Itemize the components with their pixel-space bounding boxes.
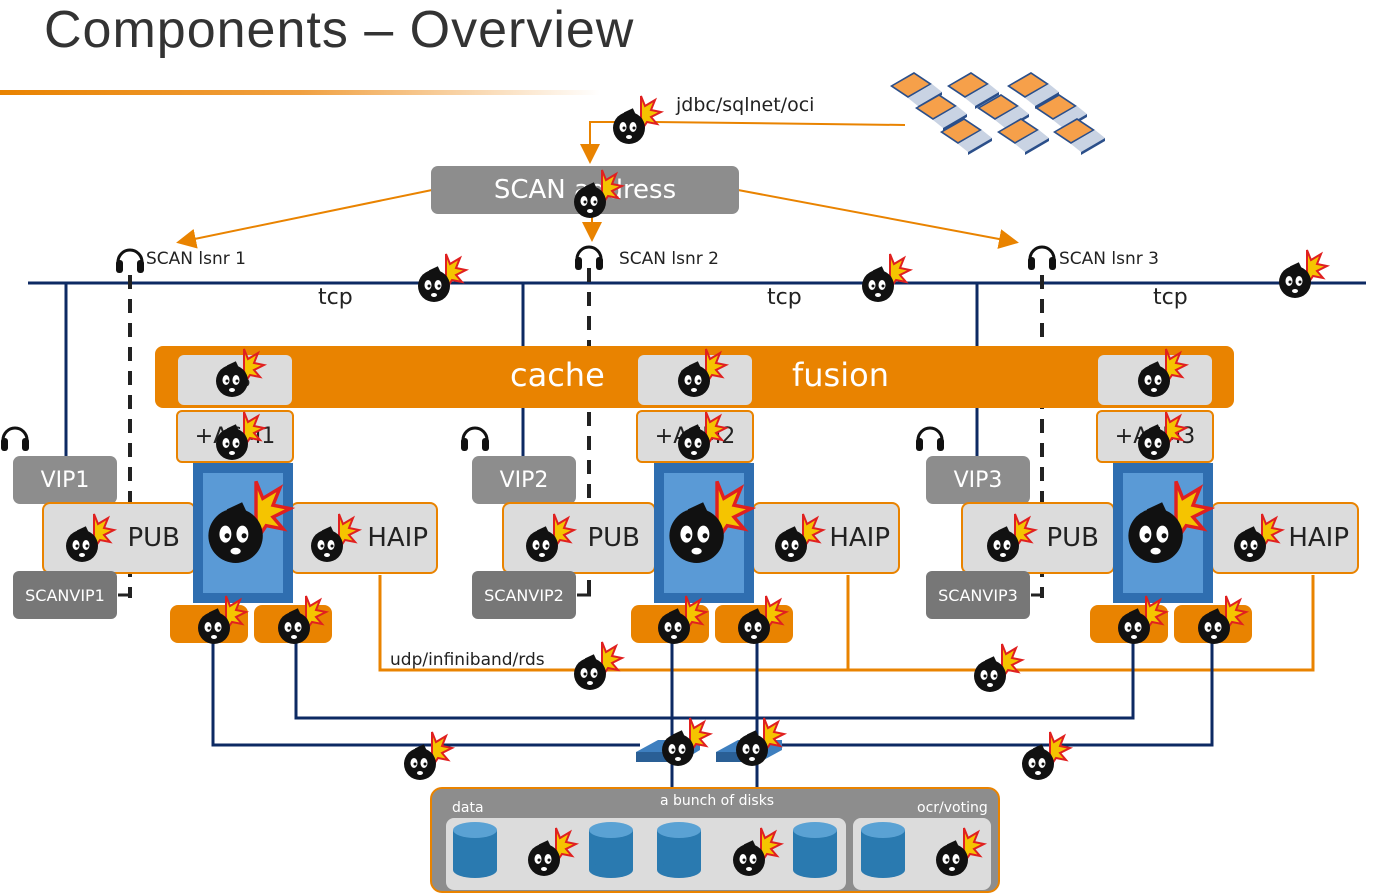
bomb-icon [417,253,467,303]
bomb-icon [1137,411,1187,461]
tcp-label: tcp [767,285,802,310]
bomb-icon [1197,595,1247,645]
bomb-icon [197,595,247,645]
disk-group-data [446,818,846,890]
bomb-icon [677,411,727,461]
bomb-icon [1278,249,1328,299]
pub-nic-3: PUB [961,502,1115,574]
scanvip-3: SCANVIP3 [926,571,1030,619]
cache-label: cache [510,356,605,394]
client-protocol-label: jdbc/sqlnet/oci [676,94,815,116]
bomb-icon [737,595,787,645]
bomb-icon [215,348,265,398]
haip-nic-2: HAIP [752,502,900,574]
haip-nic-3: HAIP [1211,502,1359,574]
bomb-icon [215,411,265,461]
bomb-icon [403,731,453,781]
bomb-icon [1233,513,1283,563]
scanvip-2: SCANVIP2 [472,571,576,619]
scanvip-1: SCANVIP1 [13,571,117,619]
bomb-icon [973,643,1023,693]
bomb-icon [1117,595,1167,645]
vip-2: VIP2 [472,456,576,504]
bomb-icon [677,348,727,398]
bomb-icon [525,513,575,563]
bomb-icon [573,641,623,691]
pub-nic-2: PUB [502,502,656,574]
bomb-icon [310,513,360,563]
bomb-icon [935,827,985,877]
bomb-icon [861,253,911,303]
fusion-label: fusion [792,356,889,394]
storage-title: a bunch of disks [660,793,775,809]
pub-nic-1: PUB [42,502,196,574]
bomb-icon [732,827,782,877]
scan-listener-2: SCAN lsnr 2 [619,249,719,269]
vip-3: VIP3 [926,456,1030,504]
bomb-icon [735,717,785,767]
page-title: Components – Overview [44,1,635,59]
bomb-icon [612,95,662,145]
bomb-icon [667,479,753,565]
bomb-icon [1021,731,1071,781]
storage-group-data: data [452,800,484,816]
scan-listener-3: SCAN lsnr 3 [1059,249,1159,269]
bomb-icon [1126,479,1212,565]
bomb-icon [573,169,623,219]
title-underline [0,90,600,95]
scan-listener-1: SCAN lsnr 1 [146,249,246,269]
storage-group-ocr: ocr/voting [917,800,988,816]
bomb-icon [277,595,327,645]
tcp-label: tcp [318,285,353,310]
interconnect-label: udp/infiniband/rds [390,650,545,670]
bomb-icon [65,513,115,563]
bomb-icon [206,479,292,565]
bomb-icon [661,717,711,767]
bomb-icon [527,827,577,877]
bomb-icon [657,595,707,645]
vip-1: VIP1 [13,456,117,504]
tcp-label: tcp [1153,285,1188,310]
bomb-icon [774,513,824,563]
bomb-icon [986,513,1036,563]
bomb-icon [1137,348,1187,398]
